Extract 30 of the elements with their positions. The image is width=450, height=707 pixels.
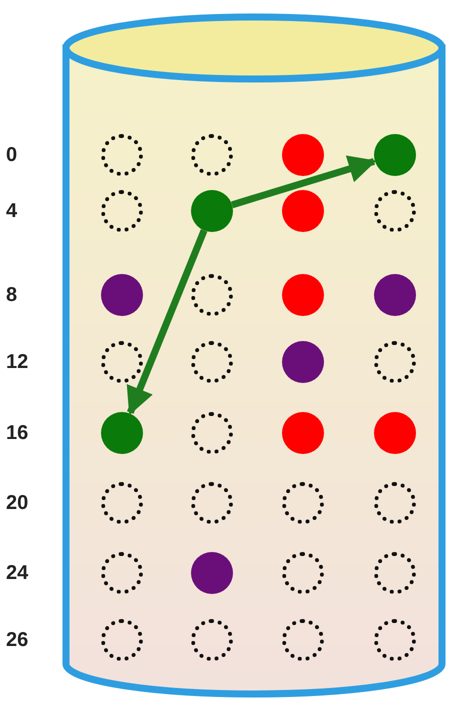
row-label: 4 [6, 199, 18, 223]
arrow [126, 229, 208, 416]
empty-dotted-circle [101, 482, 143, 524]
empty-dotted-circle [282, 619, 324, 661]
empty-dotted-circle [374, 482, 416, 524]
empty-dotted-circle [374, 552, 416, 594]
row-label: 0 [6, 143, 18, 167]
empty-dotted-circle [191, 134, 233, 176]
empty-dotted-circle [374, 190, 416, 232]
empty-dotted-circle [101, 552, 143, 594]
empty-dotted-circle [191, 619, 233, 661]
row-label: 20 [6, 491, 30, 515]
empty-dotted-circle [374, 341, 416, 383]
empty-dotted-circle [101, 619, 143, 661]
row-label: 12 [6, 350, 30, 374]
empty-dotted-circle [101, 341, 143, 383]
arrow [231, 155, 377, 208]
empty-dotted-circle [282, 552, 324, 594]
empty-dotted-circle [191, 482, 233, 524]
row-label: 16 [6, 421, 30, 445]
empty-dotted-circle [191, 274, 233, 316]
empty-dotted-circle [191, 412, 233, 454]
empty-dotted-circle [101, 190, 143, 232]
empty-dotted-circle [101, 134, 143, 176]
row-label: 26 [6, 628, 30, 652]
row-label: 8 [6, 283, 18, 307]
empty-dotted-circle [282, 482, 324, 524]
empty-dotted-circle [191, 341, 233, 383]
row-label: 24 [6, 561, 30, 585]
empty-dotted-circle [374, 619, 416, 661]
